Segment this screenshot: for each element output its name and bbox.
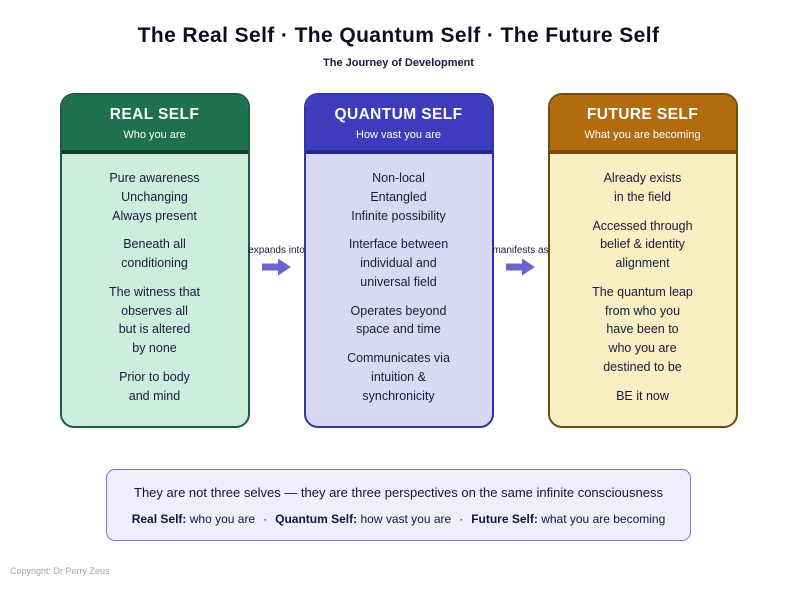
quantum-self-card-tagline: How vast you are: [356, 129, 441, 141]
right-arrow-icon: [261, 258, 291, 276]
separator-dot: ·: [263, 512, 268, 526]
future-self-definition: Future Self: what you are becoming: [471, 512, 665, 526]
future-self-definition-text: what you are becoming: [541, 512, 666, 526]
real-self-definition: Real Self: who you are: [132, 512, 255, 526]
real-self-card-body: Pure awareness Unchanging Always present…: [62, 154, 248, 426]
card-paragraph: BE it now: [616, 388, 669, 403]
quantum-self-definition: Quantum Self: how vast you are: [275, 512, 451, 526]
card-paragraph: Beneath all conditioning: [121, 237, 188, 270]
real-self-definition-label: Real Self:: [131, 512, 187, 526]
future-self-card-header: FUTURE SELF What you are becoming: [549, 95, 736, 154]
quantum-self-card-title: QUANTUM SELF: [334, 106, 463, 123]
page-title: The Real Self · The Quantum Self · The F…: [137, 24, 660, 47]
real-self-card-tagline: Who you are: [123, 129, 186, 141]
card-paragraph: Pure awareness Unchanging Always present: [109, 171, 200, 223]
copyright-text: Copyright: Dr Perry Zeus: [10, 566, 110, 576]
card-paragraph: The witness that observes all but is alt…: [108, 284, 200, 355]
arrow-manifests-as: manifests as: [492, 245, 549, 276]
summary-statement: They are not three selves — they are thr…: [134, 485, 663, 500]
quantum-self-card-body: Non-local Entangled Infinite possibility…: [306, 154, 492, 426]
future-self-definition-label: Future Self:: [471, 512, 538, 526]
quantum-self-definition-text: how vast you are: [360, 512, 452, 526]
real-self-card-header: REAL SELF Who you are: [61, 95, 248, 154]
real-self-definition-text: who you are: [189, 512, 256, 526]
summary-definitions: Real Self: who you are · Quantum Self: how…: [125, 512, 672, 526]
card-paragraph: Communicates via intuition & synchronici…: [347, 351, 450, 403]
card-paragraph: Already exists in the field: [603, 171, 682, 204]
quantum-self-card: QUANTUM SELF How vast you are Non-local …: [303, 93, 494, 428]
arrow-expands-into: expands into: [248, 245, 305, 276]
future-self-card-tagline: What you are becoming: [584, 129, 701, 141]
future-self-card: FUTURE SELF What you are becoming Alread…: [547, 93, 738, 428]
real-self-card: REAL SELF Who you are Pure awareness Unc…: [59, 93, 250, 428]
card-paragraph: Operates beyond space and time: [350, 303, 447, 337]
separator-dot: ·: [459, 512, 464, 526]
quantum-self-card-header: QUANTUM SELF How vast you are: [305, 95, 492, 154]
page-subtitle: The Journey of Development: [323, 57, 474, 69]
cards-row: REAL SELF Who you are Pure awareness Unc…: [0, 93, 797, 428]
summary-box: They are not three selves — they are thr…: [106, 469, 691, 541]
arrow-expands-into-label: expands into: [248, 245, 305, 256]
future-self-card-body: Already exists in the field Accessed thr…: [550, 154, 736, 426]
real-self-card-title: REAL SELF: [109, 106, 200, 123]
arrow-manifests-as-label: manifests as: [492, 245, 549, 256]
card-paragraph: Interface between individual and univers…: [348, 237, 449, 289]
right-arrow-icon: [505, 258, 535, 276]
card-paragraph: Prior to body and mind: [119, 369, 190, 403]
card-paragraph: Non-local Entangled Infinite possibility: [351, 171, 446, 223]
quantum-self-definition-label: Quantum Self:: [275, 512, 358, 526]
card-paragraph: Accessed through belief & identity align…: [592, 218, 693, 271]
future-self-card-title: FUTURE SELF: [586, 106, 699, 123]
card-paragraph: The quantum leap from who you have been …: [592, 284, 693, 374]
